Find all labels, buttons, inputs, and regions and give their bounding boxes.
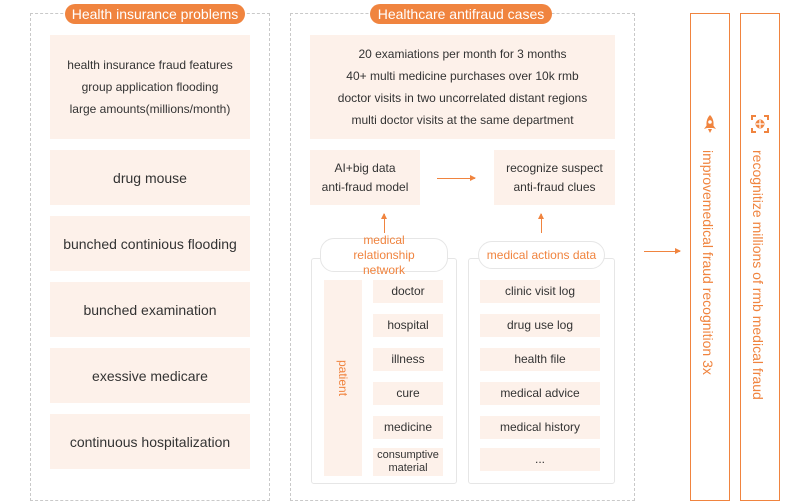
model-line: AI+big data [334, 160, 396, 175]
actions-to-result-arrow [538, 213, 544, 233]
case-line: 20 examiations per month for 3 months [358, 47, 567, 61]
fraud-features-box: health insurance fraud features group ap… [50, 35, 250, 139]
target-icon [751, 115, 769, 133]
action-item: medical advice [480, 382, 600, 405]
action-item: clinic visit log [480, 280, 600, 303]
outcome-panel-recognition [690, 13, 730, 501]
action-item: drug use log [480, 314, 600, 337]
model-line: anti-fraud model [321, 179, 409, 194]
result-line: anti-fraud clues [513, 179, 596, 194]
result-box: recognize suspect anti-fraud clues [494, 150, 615, 205]
outcome-panel-millions [740, 13, 780, 501]
network-item: illness [373, 348, 443, 371]
network-item: medicine [373, 416, 443, 439]
patient-box: patient [324, 280, 362, 476]
fraud-feature-line: group application flooding [81, 80, 219, 94]
outcome-recognition-text: improvemedical fraud recognition 3x [700, 150, 716, 375]
fraud-feature-line: large amounts(millions/month) [69, 102, 231, 116]
problem-item: drug mouse [50, 150, 250, 205]
antifraud-cases-title: Healthcare antifraud cases [370, 4, 552, 24]
action-item: ... [480, 448, 600, 471]
relationship-network-label: medical relationship network [320, 233, 448, 277]
model-box: AI+big data anti-fraud model [310, 150, 420, 205]
case-line: doctor visits in two uncorrelated distan… [337, 91, 588, 105]
result-line: recognize suspect [506, 160, 603, 175]
model-to-result-arrow [437, 175, 476, 181]
network-to-model-arrow [381, 213, 387, 233]
outcome-millions-text: recognitize millions of rmb medical frau… [750, 150, 766, 400]
problem-item: continuous hospitalization [50, 414, 250, 469]
case-line: 40+ multi medicine purchases over 10k rm… [346, 69, 579, 83]
patient-label: patient [336, 359, 350, 397]
network-item: cure [373, 382, 443, 405]
network-item: doctor [373, 280, 443, 303]
action-item: health file [480, 348, 600, 371]
actions-data-label: medical actions data [478, 241, 605, 269]
fraud-feature-line: health insurance fraud features [67, 58, 233, 72]
rocket-icon [704, 115, 716, 133]
problem-item: bunched continious flooding [50, 216, 250, 271]
problem-item: bunched examination [50, 282, 250, 337]
cases-box: 20 examiations per month for 3 months 40… [310, 35, 615, 139]
network-item: hospital [373, 314, 443, 337]
action-item: medical history [480, 416, 600, 439]
case-line: multi doctor visits at the same departme… [351, 113, 574, 127]
problem-item: exessive medicare [50, 348, 250, 403]
network-item: consumptive material [373, 448, 443, 476]
health-problems-title: Health insurance problems [65, 4, 245, 24]
cases-to-outcomes-arrow [644, 248, 681, 254]
